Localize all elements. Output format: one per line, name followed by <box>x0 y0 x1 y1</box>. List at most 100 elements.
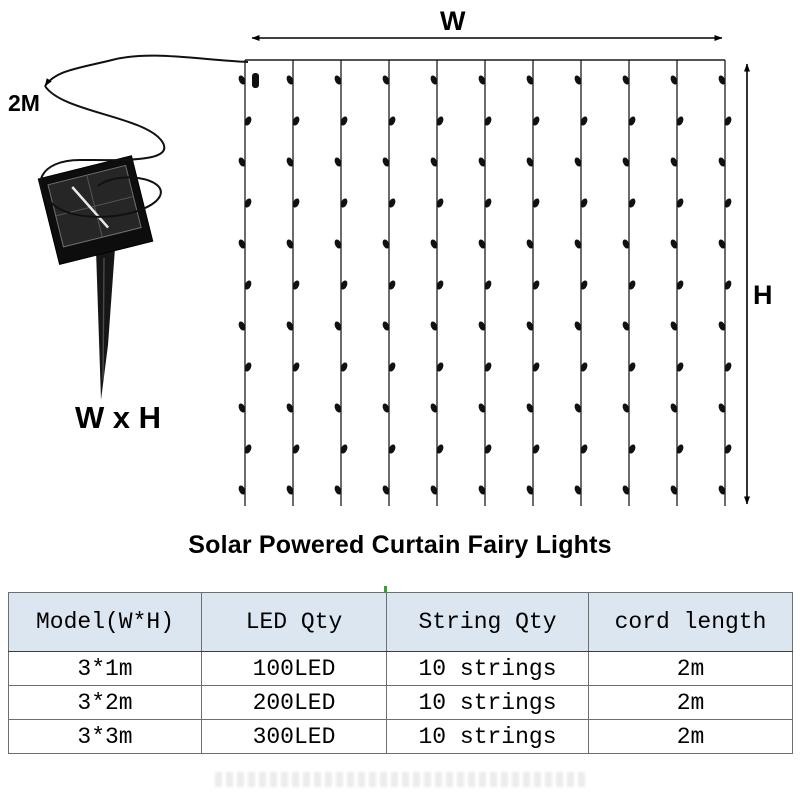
led-dot <box>382 485 390 495</box>
cell-string: 10 strings <box>386 685 589 720</box>
led-dot <box>436 362 444 372</box>
led-dot <box>238 321 246 331</box>
led-dot <box>436 116 444 126</box>
led-dot <box>334 75 342 85</box>
cell-model: 3*1m <box>8 651 202 686</box>
led-dot <box>430 157 438 167</box>
stake-highlight <box>102 257 105 381</box>
led-dot <box>484 116 492 126</box>
led-dot <box>580 362 588 372</box>
led-dot <box>574 403 582 413</box>
led-dot <box>286 239 294 249</box>
led-dot <box>484 198 492 208</box>
col-header-string: String Qty <box>386 592 589 652</box>
led-dot <box>244 198 252 208</box>
led-dot <box>436 444 444 454</box>
led-dot <box>526 321 534 331</box>
led-dot <box>484 444 492 454</box>
led-dot <box>676 198 684 208</box>
led-dot <box>388 362 396 372</box>
led-dot <box>622 321 630 331</box>
led-dot <box>430 485 438 495</box>
cell-led: 100LED <box>201 651 387 686</box>
led-dot <box>388 444 396 454</box>
panel-reflection <box>71 186 110 229</box>
led-dot <box>238 75 246 85</box>
led-dot <box>526 403 534 413</box>
ground-stake <box>96 248 115 400</box>
led-dot <box>718 157 726 167</box>
table-row: 3*2m 200LED 10 strings 2m <box>8 685 793 720</box>
led-dot <box>430 75 438 85</box>
led-dot <box>724 444 732 454</box>
col-header-cord: cord length <box>588 592 793 652</box>
led-dot <box>382 239 390 249</box>
led-dot <box>580 116 588 126</box>
led-dot <box>622 485 630 495</box>
size-label: W x H <box>74 400 162 435</box>
led-dot <box>676 116 684 126</box>
led-dot <box>718 403 726 413</box>
led-dot <box>430 403 438 413</box>
led-dot <box>238 403 246 413</box>
led-dot <box>430 239 438 249</box>
led-dot <box>628 362 636 372</box>
led-dot <box>478 75 486 85</box>
led-dot <box>334 239 342 249</box>
led-dot <box>670 75 678 85</box>
header-row: Model(W*H) LED Qty String Qty cord lengt… <box>8 592 793 652</box>
led-dot <box>340 362 348 372</box>
led-dot <box>670 239 678 249</box>
led-dot <box>382 75 390 85</box>
power-cord <box>44 54 249 87</box>
led-dot <box>436 280 444 290</box>
led-dot <box>478 403 486 413</box>
led-dot <box>574 157 582 167</box>
led-dot <box>244 444 252 454</box>
led-dot <box>286 157 294 167</box>
led-dot <box>478 239 486 249</box>
led-dot <box>286 485 294 495</box>
watermark <box>215 772 585 787</box>
led-dot <box>334 403 342 413</box>
led-dot <box>478 321 486 331</box>
led-dot <box>436 198 444 208</box>
led-dot <box>670 321 678 331</box>
led-dot <box>580 280 588 290</box>
led-dot <box>382 157 390 167</box>
led-dot <box>724 116 732 126</box>
led-dot <box>340 116 348 126</box>
led-dot <box>676 362 684 372</box>
led-dot <box>292 362 300 372</box>
led-dot <box>478 157 486 167</box>
curtain-diagram <box>37 35 750 506</box>
led-dot <box>388 116 396 126</box>
led-dot <box>286 75 294 85</box>
cell-string: 10 strings <box>386 719 589 754</box>
table-row: 3*3m 300LED 10 strings 2m <box>8 719 793 754</box>
led-dot <box>334 321 342 331</box>
cell-string: 10 strings <box>386 651 589 686</box>
led-dot <box>334 157 342 167</box>
led-dot <box>718 239 726 249</box>
led-dot <box>532 444 540 454</box>
led-dot <box>718 75 726 85</box>
led-dot <box>622 239 630 249</box>
cell-model: 3*3m <box>8 719 202 754</box>
led-dot <box>340 280 348 290</box>
led-dot <box>718 485 726 495</box>
led-dot <box>286 321 294 331</box>
cell-cord: 2m <box>588 651 793 686</box>
led-dot <box>382 403 390 413</box>
led-dot <box>622 75 630 85</box>
led-dot <box>676 444 684 454</box>
width-label: W <box>440 6 466 36</box>
led-dot <box>484 362 492 372</box>
led-dot <box>628 280 636 290</box>
led-dot <box>292 444 300 454</box>
led-dot <box>478 485 486 495</box>
solar-panel <box>37 155 154 265</box>
led-dot <box>724 362 732 372</box>
cell-model: 3*2m <box>8 685 202 720</box>
led-dot <box>532 280 540 290</box>
